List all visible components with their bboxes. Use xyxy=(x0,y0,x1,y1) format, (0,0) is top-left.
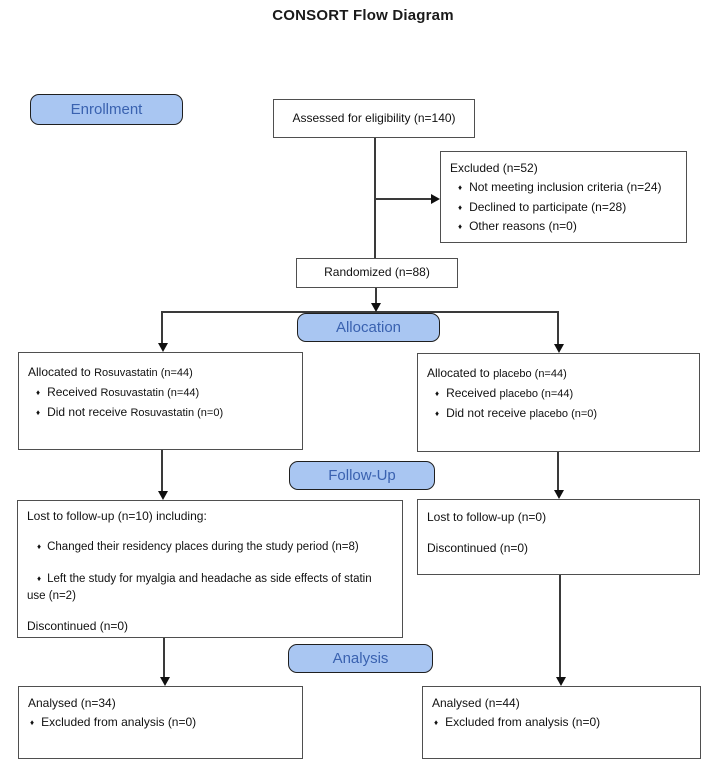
heading-alt-run: placebo (n=44) xyxy=(493,368,567,380)
item-alt-run: Rosuvastatin (n=44) xyxy=(100,386,200,399)
connector-branch-to-alloc-right xyxy=(557,311,559,344)
box-allocated-placebo: Allocated to placebo (n=44) ♦ Received p… xyxy=(417,353,700,452)
arrowhead-alloc-left xyxy=(157,343,168,352)
box-lost-followup-right-line1: Lost to follow-up (n=0) xyxy=(427,510,547,524)
bullet-diamond-icon: ♦ xyxy=(458,202,463,212)
item-normal-run: Received xyxy=(47,384,98,399)
box-lost-followup-left-item: ♦ Changed their residency places during t… xyxy=(27,539,393,556)
connector-randomized-down xyxy=(375,288,377,304)
box-lost-followup-right: Lost to follow-up (n=0) Discontinued (n=… xyxy=(417,499,700,575)
allocation-branch-line xyxy=(161,311,559,313)
item-text: Excluded from analysis (n=0) xyxy=(445,715,601,730)
item-text: Did not receive Rosuvastatin (n=0) xyxy=(47,404,223,422)
box-lost-followup-left: Lost to follow-up (n=10) including: ♦ Cha… xyxy=(17,500,403,638)
bullet-diamond-icon: ♦ xyxy=(36,387,41,397)
arrowhead-followup-right xyxy=(553,490,564,499)
item-normal-run: Received xyxy=(446,385,497,400)
stage-followup: Follow-Up xyxy=(289,461,435,490)
bullet-diamond-icon: ♦ xyxy=(458,222,463,232)
box-analysed-right-item: ♦ Excluded from analysis (n=0) xyxy=(432,714,691,731)
connector-followup-to-analysis-right xyxy=(559,575,561,677)
bullet-diamond-icon: ♦ xyxy=(36,407,41,417)
box-analysed-left-item: ♦ Excluded from analysis (n=0) xyxy=(28,714,293,731)
bullet-diamond-icon: ♦ xyxy=(435,408,440,418)
box-allocated-rosuvastatin-item: ♦ Received Rosuvastatin (n=44) xyxy=(28,384,293,402)
stage-analysis: Analysis xyxy=(288,644,433,673)
stage-followup-label: Follow-Up xyxy=(328,467,396,484)
bullet-diamond-icon: ♦ xyxy=(434,718,439,728)
stage-allocation: Allocation xyxy=(297,313,440,342)
box-lost-followup-left-footer: Discontinued (n=0) xyxy=(27,619,129,634)
box-analysed-right: Analysed (n=44) ♦ Excluded from analysis… xyxy=(422,686,701,759)
connector-followup-to-analysis-left xyxy=(163,638,165,677)
bullet-diamond-icon: ♦ xyxy=(30,718,35,728)
heading-normal-run: Allocated to xyxy=(28,365,91,379)
box-excluded-heading: Excluded (n=52) xyxy=(450,161,538,175)
box-excluded-item-text: Other reasons (n=0) xyxy=(469,219,577,234)
item-alt-run: Rosuvastatin (n=0) xyxy=(130,406,224,419)
item-text: Received placebo (n=44) xyxy=(446,385,573,403)
arrowhead-alloc-right xyxy=(553,344,564,353)
box-randomized-text: Randomized (n=88) xyxy=(324,265,430,280)
stage-enrollment-label: Enrollment xyxy=(70,101,143,118)
stage-allocation-label: Allocation xyxy=(335,319,402,336)
arrowhead-analysis-right xyxy=(555,677,566,686)
arrowhead-followup-left xyxy=(157,491,168,500)
bullet-diamond-icon: ♦ xyxy=(435,388,440,398)
arrowhead-excluded xyxy=(431,193,440,204)
box-lost-followup-left-heading: Lost to follow-up (n=10) including: xyxy=(27,509,207,523)
bullet-diamond-icon: ♦ xyxy=(37,542,42,552)
connector-to-excluded xyxy=(375,198,433,200)
box-analysed-right-heading: Analysed (n=44) xyxy=(432,696,520,710)
box-allocated-rosuvastatin-item: ♦ Did not receive Rosuvastatin (n=0) xyxy=(28,404,293,422)
connector-alloc-to-followup-right xyxy=(557,452,559,490)
item-normal-run: Did not receive xyxy=(446,405,527,420)
bullet-diamond-icon: ♦ xyxy=(458,183,463,193)
box-excluded-item: ♦ Other reasons (n=0) xyxy=(450,218,677,235)
item-text: Changed their residency places during th… xyxy=(47,541,359,554)
item-text: Received Rosuvastatin (n=44) xyxy=(47,384,199,402)
box-analysed-left: Analysed (n=34) ♦ Excluded from analysis… xyxy=(18,686,303,759)
box-analysed-left-heading: Analysed (n=34) xyxy=(28,696,116,710)
box-assessed: Assessed for eligibility (n=140) xyxy=(273,99,475,138)
heading-alt-run: Rosuvastatin (n=44) xyxy=(94,367,193,379)
box-lost-followup-left-item: ♦Left the study for myalgia and headache… xyxy=(27,571,393,606)
heading-normal-run: Allocated to xyxy=(427,366,490,380)
stage-analysis-label: Analysis xyxy=(332,650,389,667)
box-allocated-rosuvastatin: Allocated to Rosuvastatin (n=44) ♦ Recei… xyxy=(18,352,303,450)
box-allocated-placebo-item: ♦ Received placebo (n=44) xyxy=(427,385,690,403)
item-alt-run: placebo (n=44) xyxy=(499,387,574,400)
box-lost-followup-right-line2: Discontinued (n=0) xyxy=(427,541,529,556)
box-excluded-item-text: Declined to participate (n=28) xyxy=(469,199,627,214)
connector-branch-to-alloc-left xyxy=(161,311,163,343)
item-normal-run: Did not receive xyxy=(47,404,128,419)
box-randomized: Randomized (n=88) xyxy=(296,258,458,288)
item-text: Left the study for myalgia and headache … xyxy=(27,572,372,602)
box-excluded-item: ♦ Not meeting inclusion criteria (n=24) xyxy=(450,179,677,196)
item-text: Excluded from analysis (n=0) xyxy=(41,715,197,730)
diagram-title: CONSORT Flow Diagram xyxy=(272,7,454,24)
connector-alloc-to-followup-left xyxy=(161,450,163,491)
box-excluded-item: ♦ Declined to participate (n=28) xyxy=(450,199,677,216)
bullet-diamond-icon: ♦ xyxy=(37,573,42,583)
stage-enrollment: Enrollment xyxy=(30,94,183,125)
item-text: Did not receive placebo (n=0) xyxy=(446,405,597,423)
item-alt-run: placebo (n=0) xyxy=(529,407,598,420)
box-allocated-placebo-heading: Allocated to placebo (n=44) xyxy=(427,365,690,383)
arrowhead-allocation-branch xyxy=(370,303,381,312)
box-assessed-text: Assessed for eligibility (n=140) xyxy=(292,110,456,125)
box-allocated-rosuvastatin-heading: Allocated to Rosuvastatin (n=44) xyxy=(28,364,293,382)
arrowhead-analysis-left xyxy=(159,677,170,686)
box-allocated-placebo-item: ♦ Did not receive placebo (n=0) xyxy=(427,405,690,423)
box-excluded-item-text: Not meeting inclusion criteria (n=24) xyxy=(469,180,662,195)
box-excluded: Excluded (n=52) ♦ Not meeting inclusion … xyxy=(440,151,687,243)
